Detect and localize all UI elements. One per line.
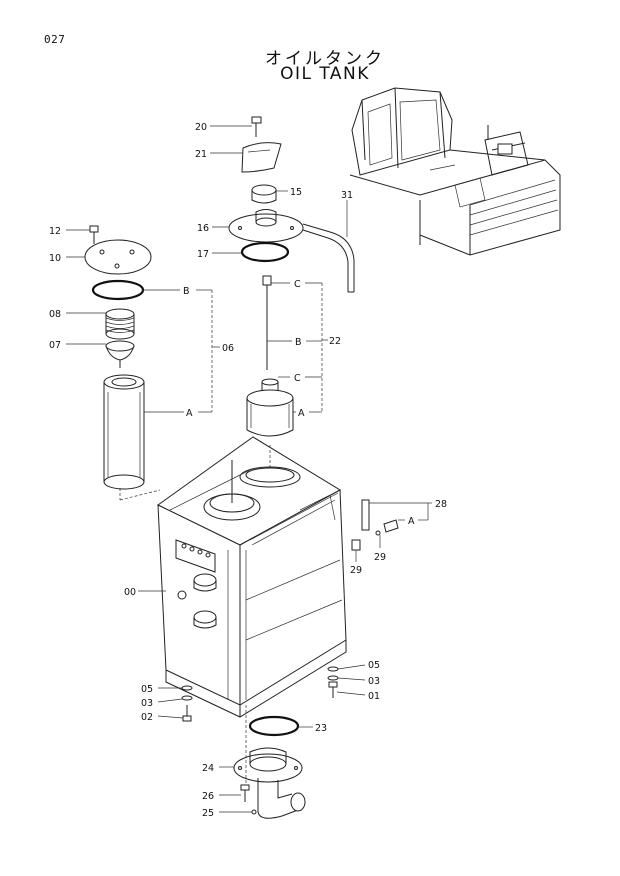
- label-10: 10: [49, 253, 61, 264]
- label-06: 06: [222, 343, 234, 354]
- label-16: 16: [197, 223, 209, 234]
- diagram-title-japanese: オイルタンク: [265, 49, 385, 69]
- ref-letter-a: A: [408, 516, 415, 527]
- label-02: 02: [141, 712, 153, 723]
- label-07: 07: [49, 340, 61, 351]
- label-17: 17: [197, 249, 209, 260]
- label-15: 15: [290, 187, 302, 198]
- ref-letter-a: A: [186, 408, 193, 419]
- label-31: 31: [341, 190, 353, 201]
- ref-letter-a: A: [298, 408, 305, 419]
- label-20: 20: [195, 122, 207, 133]
- label-03-left: 03: [141, 698, 153, 709]
- return-filter-assembly: [246, 275, 294, 437]
- label-03-right: 03: [368, 676, 380, 687]
- diagram-title-english: OIL TANK: [280, 64, 370, 84]
- excavator-location-illustration: [349, 87, 561, 256]
- part-number-labels: 20 21 15 16 17 31 12 10 08 07 06 22 00 2…: [49, 122, 447, 819]
- label-25: 25: [202, 808, 214, 819]
- label-01: 01: [368, 691, 380, 702]
- label-22: 22: [329, 336, 341, 347]
- page-number: 027: [44, 33, 66, 46]
- label-28: 28: [435, 499, 447, 510]
- oil-tank-body: [157, 436, 399, 722]
- ref-letter-c: C: [294, 279, 301, 290]
- label-00: 00: [124, 587, 136, 598]
- label-05-right: 05: [368, 660, 380, 671]
- suction-outlet-assembly: [233, 715, 306, 819]
- label-29-right: 29: [374, 552, 386, 563]
- ref-letter-b: B: [183, 286, 190, 297]
- label-21: 21: [195, 149, 207, 160]
- label-26: 26: [202, 791, 214, 802]
- label-23: 23: [315, 723, 327, 734]
- label-24: 24: [202, 763, 214, 774]
- label-08: 08: [49, 309, 61, 320]
- label-29-left: 29: [350, 565, 362, 576]
- label-12: 12: [49, 226, 61, 237]
- ref-letter-b: B: [295, 337, 302, 348]
- leader-lines: [66, 125, 432, 813]
- label-05-left: 05: [141, 684, 153, 695]
- strainer-assembly: [84, 225, 152, 490]
- filler-cap-assembly: [228, 116, 355, 293]
- ref-letter-c: C: [294, 373, 301, 384]
